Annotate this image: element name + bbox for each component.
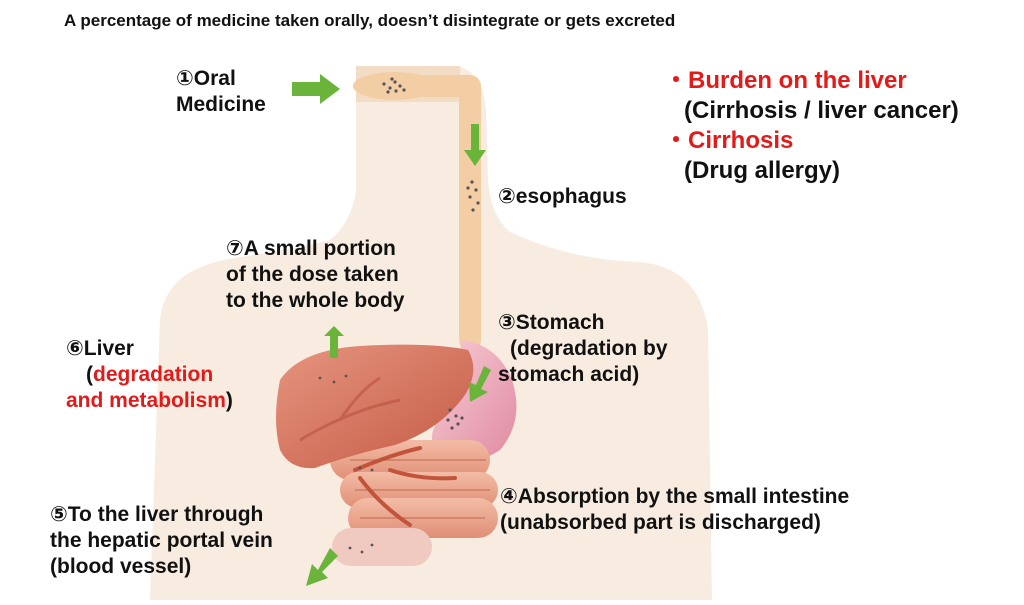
portal-vein — [353, 446, 457, 527]
effect-2-title: ・Cirrhosis — [664, 127, 794, 154]
effect-1-detail: (Cirrhosis / liver cancer) — [684, 97, 959, 124]
label-stomach: ③Stomach (degradation by stomach acid) — [498, 311, 668, 386]
arrow-oral — [292, 74, 340, 104]
body-silhouette — [150, 66, 712, 600]
effect-2-detail: (Drug allergy) — [684, 157, 841, 184]
label-esophagus: ②esophagus — [498, 185, 627, 208]
effect-1-title: ・Burden on the liver — [664, 67, 907, 94]
effects-list: ・Burden on the liver (Cirrhosis / liver … — [664, 66, 959, 186]
page-title: A percentage of medicine taken orally, d… — [64, 11, 676, 30]
label-liver: ⑥Liver (degradation and metabolism) — [66, 337, 233, 412]
liver-veins — [299, 376, 401, 442]
mouth-area — [353, 72, 437, 100]
label-portal-vein: ⑤To the liver through the hepatic portal… — [50, 503, 273, 578]
arrow-portal — [306, 548, 338, 586]
arrow-body — [324, 326, 344, 358]
flow-arrows — [292, 74, 491, 586]
stomach-organ — [431, 340, 517, 462]
arrow-stomach — [469, 366, 491, 402]
label-absorption: ④Absorption by the small intestine (unab… — [500, 485, 850, 534]
arrow-esophagus — [464, 124, 486, 166]
label-oral-medicine: ①Oral Medicine — [176, 67, 266, 116]
label-body-portion: ⑦A small portion of the dose taken to th… — [226, 237, 405, 312]
medicine-particles — [318, 77, 480, 554]
